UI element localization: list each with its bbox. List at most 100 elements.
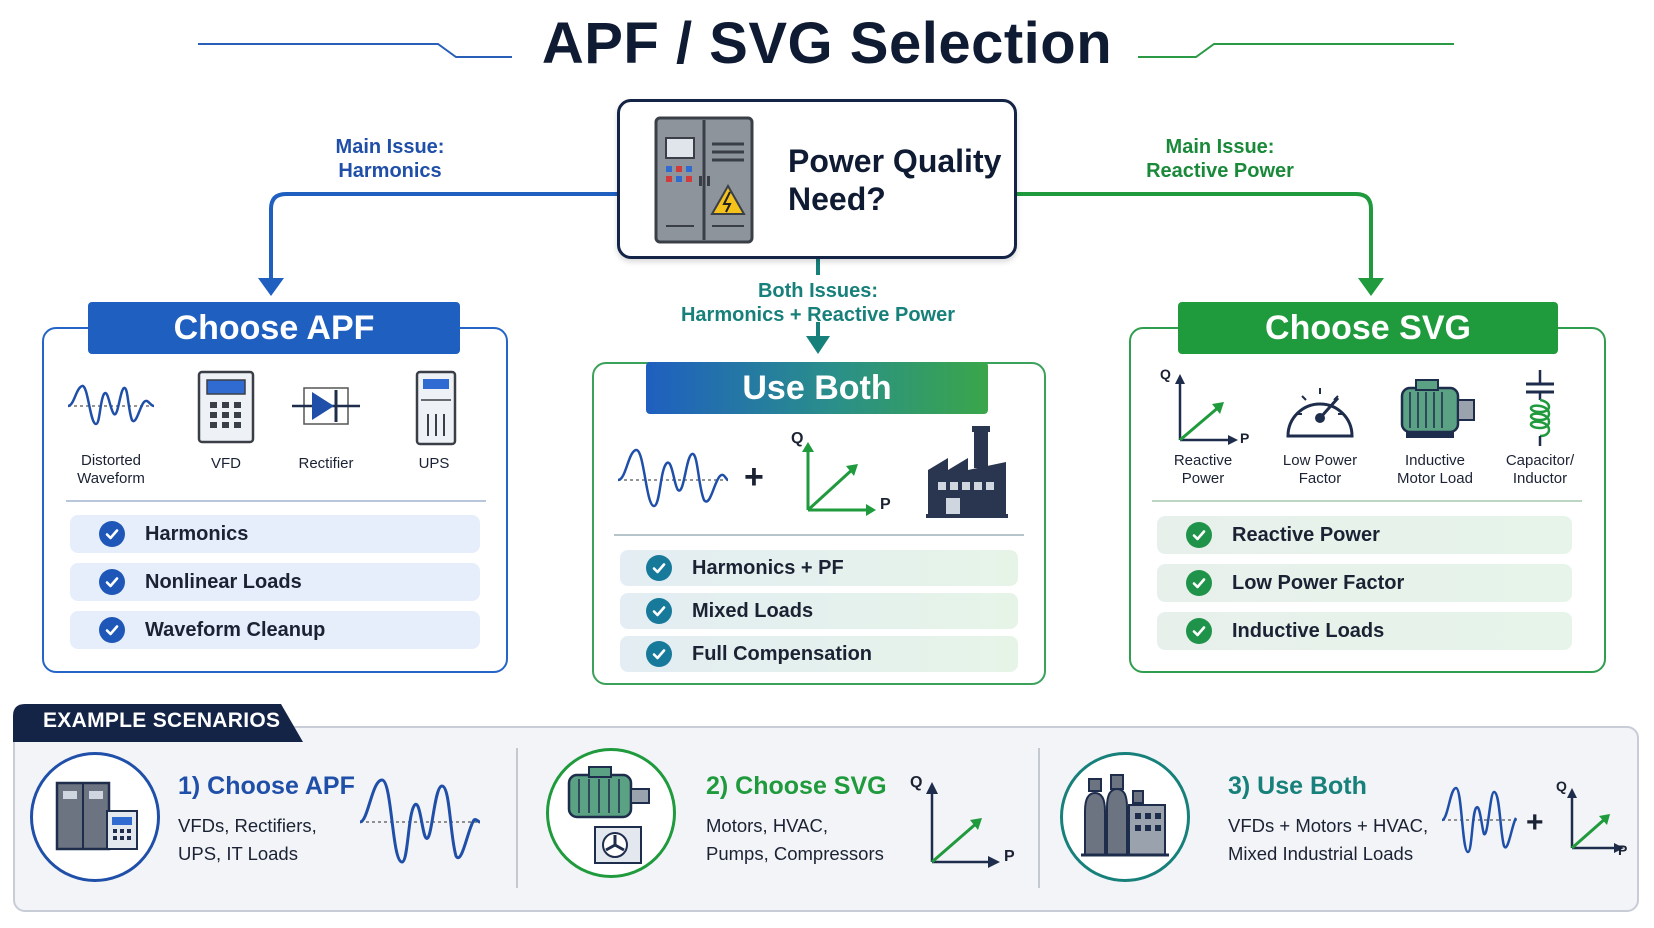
motor-icon bbox=[1400, 379, 1475, 438]
scenario-1-desc: VFDs, Rectifiers, UPS, IT Loads bbox=[178, 812, 317, 868]
apf-cabinet-icon bbox=[55, 781, 138, 851]
title-decor-lines bbox=[198, 43, 1454, 58]
both-check-harmonics-pf: Harmonics + PF bbox=[620, 550, 1018, 586]
distorted-waveform-icon bbox=[1441, 786, 1518, 854]
svg-icon-label-0-line1: Reactive bbox=[1173, 452, 1233, 469]
scenario-2-desc: Motors, HVAC, Pumps, Compressors bbox=[706, 812, 884, 868]
scenario-1-desc-line2: UPS, IT Loads bbox=[178, 843, 298, 864]
scenario-3-icon-circle bbox=[1060, 752, 1190, 882]
factory-icon bbox=[926, 426, 1008, 518]
svg-p-label: P bbox=[1240, 430, 1250, 446]
scenario-2-desc-line2: Pumps, Compressors bbox=[706, 843, 884, 864]
apf-check-nonlinear: Nonlinear Loads bbox=[70, 563, 480, 601]
gauge-icon bbox=[1286, 388, 1354, 438]
svg-check-reactive: Reactive Power bbox=[1157, 516, 1572, 554]
distorted-waveform-icon bbox=[617, 448, 729, 508]
vfd-icon bbox=[197, 370, 255, 444]
scenario-2-p-label: P bbox=[1004, 848, 1015, 865]
middle-issue-line2: Harmonics + Reactive Power bbox=[680, 304, 955, 326]
apf-icon-label-2: Rectifier bbox=[298, 455, 354, 472]
svg-divider bbox=[1152, 500, 1582, 502]
left-issue-label: Main Issue: Harmonics bbox=[300, 135, 480, 183]
check-icon bbox=[1186, 522, 1212, 548]
apf-check-harmonics: Harmonics bbox=[70, 515, 480, 553]
apf-icon-label-0: Distorted Waveform bbox=[56, 452, 166, 488]
use-both-banner: Use Both bbox=[646, 362, 988, 414]
svg-icon-label-2: Inductive Motor Load bbox=[1380, 452, 1490, 488]
check-text: Harmonics + PF bbox=[692, 556, 844, 579]
svg-check-low-pf: Low Power Factor bbox=[1157, 564, 1572, 602]
svg-icon-label-1-line2: Factor bbox=[1298, 470, 1342, 487]
scenario-3-p-label: P bbox=[1618, 842, 1628, 858]
check-text: Full Compensation bbox=[692, 642, 872, 665]
svg-icon-label-2-line1: Inductive bbox=[1404, 452, 1466, 469]
svg-icon-label-1: Low Power Factor bbox=[1265, 452, 1375, 488]
check-text: Reactive Power bbox=[1232, 523, 1380, 546]
capacitor-inductor-icon bbox=[1526, 370, 1554, 446]
check-icon bbox=[1186, 570, 1212, 596]
scenario-3-desc-line2: Mixed Industrial Loads bbox=[1228, 843, 1414, 864]
check-icon bbox=[99, 617, 125, 643]
question-line2: Need? bbox=[788, 181, 886, 217]
scenario-2-q-label: Q bbox=[910, 774, 923, 791]
motor-hvac-icon bbox=[567, 766, 650, 864]
scenario-separator-2 bbox=[1038, 748, 1040, 888]
svg-icon-label-1-line1: Low Power bbox=[1282, 452, 1358, 469]
reactive-power-vector-icon bbox=[1567, 788, 1624, 853]
check-text: Harmonics bbox=[145, 522, 249, 545]
example-scenarios-box bbox=[13, 726, 1639, 912]
scenario-3-q-label: Q bbox=[1556, 778, 1567, 794]
middle-issue-label: Both Issues: Harmonics + Reactive Power bbox=[658, 279, 978, 327]
reactive-power-vector-icon bbox=[802, 442, 876, 516]
middle-issue-line1: Both Issues: bbox=[757, 280, 879, 302]
apf-divider bbox=[66, 500, 486, 502]
right-issue-line1: Main Issue: bbox=[1165, 136, 1275, 158]
industrial-plant-icon bbox=[1081, 774, 1169, 857]
use-both-panel bbox=[592, 362, 1046, 685]
both-check-full: Full Compensation bbox=[620, 636, 1018, 672]
q-axis-label: Q bbox=[791, 430, 804, 447]
scenario-1-desc-line1: VFDs, Rectifiers, bbox=[178, 815, 317, 836]
apf-icon-label-0-line1: Distorted bbox=[80, 452, 142, 469]
scenario-2-desc-line1: Motors, HVAC, bbox=[706, 815, 828, 836]
rectifier-icon bbox=[292, 387, 360, 425]
scenario-3-desc: VFDs + Motors + HVAC, Mixed Industrial L… bbox=[1228, 812, 1428, 868]
reactive-power-icon bbox=[1175, 374, 1238, 445]
svg-icon-label-0-line2: Power bbox=[1181, 470, 1225, 487]
check-icon bbox=[646, 598, 672, 624]
ups-icon bbox=[415, 370, 457, 446]
check-text: Nonlinear Loads bbox=[145, 570, 302, 593]
scenario-1-title: 1) Choose APF bbox=[178, 772, 355, 800]
apf-icon-label-0-line2: Waveform bbox=[77, 470, 145, 487]
apf-check-waveform: Waveform Cleanup bbox=[70, 611, 480, 649]
scenario-1-icon-circle bbox=[30, 752, 160, 882]
distorted-waveform-icon bbox=[359, 778, 481, 864]
scenario-3-title: 3) Use Both bbox=[1228, 772, 1367, 800]
check-icon bbox=[99, 521, 125, 547]
question-line1: Power Quality bbox=[788, 143, 1002, 179]
p-axis-label: P bbox=[880, 496, 891, 513]
scenario-separator-1 bbox=[516, 748, 518, 888]
svg-icon-label-2-line2: Motor Load bbox=[1397, 470, 1473, 487]
apf-icon-label-1: VFD bbox=[211, 455, 241, 472]
check-text: Mixed Loads bbox=[692, 599, 814, 622]
check-icon bbox=[1186, 618, 1212, 644]
check-icon bbox=[646, 555, 672, 581]
left-issue-line1: Main Issue: bbox=[335, 136, 445, 158]
right-issue-line2: Reactive Power bbox=[1146, 160, 1294, 182]
plus-sign: + bbox=[744, 458, 764, 496]
cabinet-warning-icon bbox=[654, 116, 754, 244]
flow-connectors bbox=[258, 192, 1384, 354]
both-check-mixed: Mixed Loads bbox=[620, 593, 1018, 629]
right-issue-label: Main Issue: Reactive Power bbox=[1110, 135, 1330, 183]
check-text: Low Power Factor bbox=[1232, 571, 1405, 594]
choose-svg-banner: Choose SVG bbox=[1178, 302, 1558, 354]
reactive-power-vector-icon bbox=[926, 782, 1000, 868]
scenario-3-plus: + bbox=[1526, 806, 1544, 839]
check-icon bbox=[99, 569, 125, 595]
power-quality-question: Power Quality Need? bbox=[788, 142, 1008, 218]
scenario-2-icon-circle bbox=[546, 748, 676, 878]
svg-check-inductive: Inductive Loads bbox=[1157, 612, 1572, 650]
scenario-3-desc-line1: VFDs + Motors + HVAC, bbox=[1228, 815, 1429, 836]
svg-icon-label-0: Reactive Power bbox=[1148, 452, 1258, 488]
